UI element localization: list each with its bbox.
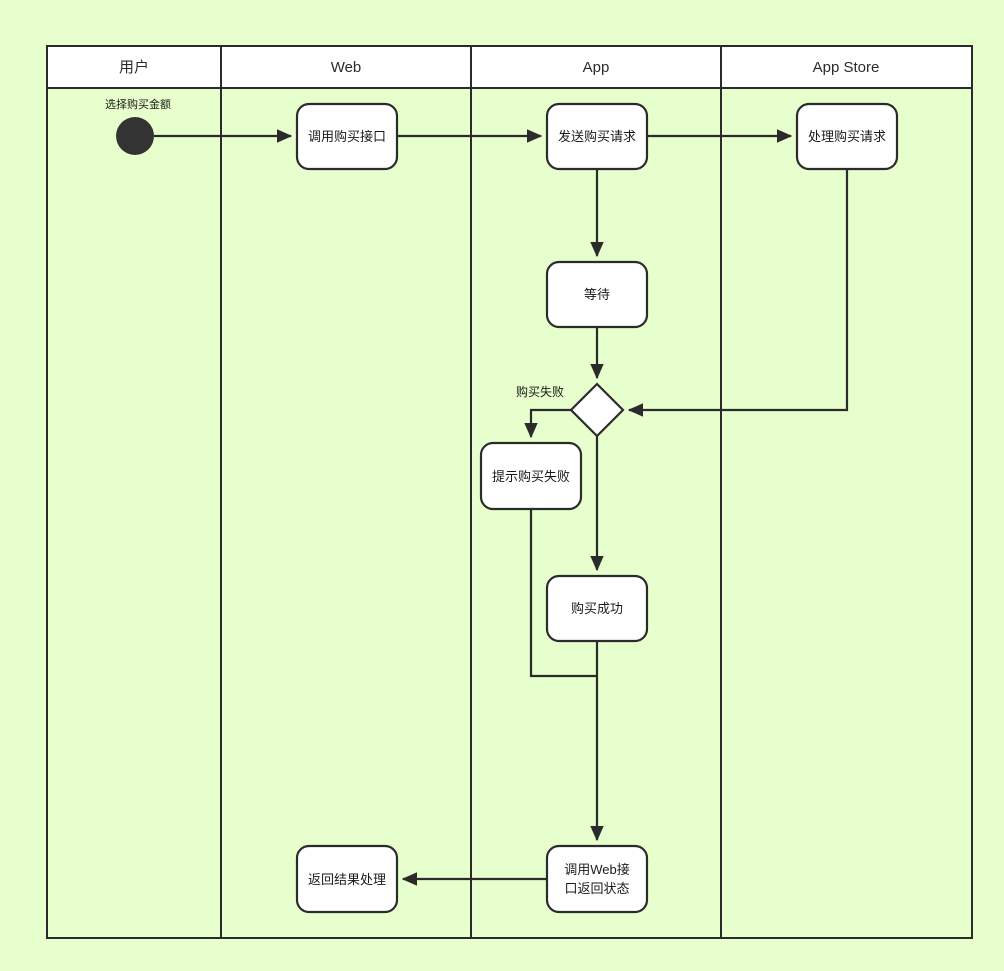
- initial-node-icon: [116, 117, 154, 155]
- lane-title-app-store: App Store: [813, 59, 880, 76]
- lane-title-web: Web: [331, 59, 362, 76]
- edge-decision-to-notify-fail: [524, 408, 571, 439]
- start-note-label: 选择购买金额: [105, 97, 171, 111]
- node-wait[interactable]: 等待: [545, 260, 649, 329]
- node-handle-result[interactable]: 返回结果处理: [295, 844, 399, 914]
- node-buy-success-label: 购买成功: [571, 601, 623, 616]
- edge-handle-buy-req-to-decision: [627, 169, 849, 417]
- node-wait-label: 等待: [584, 287, 610, 302]
- node-decision[interactable]: 购买失败: [516, 382, 625, 438]
- node-notify-fail-label: 提示购买失败: [492, 469, 570, 484]
- node-handle-result-label: 返回结果处理: [308, 872, 386, 887]
- edge-label-buy-failed: 购买失败: [516, 384, 564, 399]
- node-call-web-return[interactable]: 调用Web接 口返回状态: [545, 844, 649, 914]
- flow-edges: [154, 129, 849, 886]
- swimlane-body-background: [48, 88, 971, 938]
- activity-nodes: 选择购买金额 调用购买接口 发送购买请求 处理购买请求 等待: [105, 97, 899, 914]
- node-send-buy-req-label: 发送购买请求: [558, 129, 636, 144]
- node-notify-fail[interactable]: 提示购买失败: [479, 441, 583, 511]
- node-call-buy-api-box: [295, 102, 399, 171]
- node-buy-success[interactable]: 购买成功: [545, 574, 649, 643]
- lane-header-user: [46, 45, 222, 89]
- node-start[interactable]: 选择购买金额: [105, 97, 171, 155]
- node-call-web-return-box: [545, 844, 649, 914]
- node-handle-buy-req[interactable]: 处理购买请求: [795, 102, 899, 171]
- lane-header-app-store: [720, 45, 973, 89]
- node-handle-buy-req-box: [795, 102, 899, 171]
- node-send-buy-req[interactable]: 发送购买请求: [545, 102, 649, 171]
- node-send-buy-req-box: [545, 102, 649, 171]
- node-notify-fail-box: [479, 441, 583, 511]
- node-handle-buy-req-label: 处理购买请求: [808, 129, 886, 144]
- node-wait-box: [545, 260, 649, 329]
- node-call-buy-api[interactable]: 调用购买接口: [295, 102, 399, 171]
- node-handle-result-box: [295, 844, 399, 914]
- node-call-buy-api-label: 调用购买接口: [308, 129, 386, 144]
- node-buy-success-box: [545, 574, 649, 643]
- edge-notify-fail-to-merge: [529, 509, 597, 678]
- node-call-web-return-label-line2: 口返回状态: [564, 881, 629, 896]
- lane-title-user: 用户: [119, 59, 149, 76]
- lane-title-app: App: [583, 59, 610, 76]
- node-call-web-return-label-line1: 调用Web接: [564, 862, 630, 877]
- decision-diamond-icon: [569, 382, 625, 438]
- swimlane-frame: 用户 Web App App Store: [46, 45, 973, 939]
- lane-header-app: [470, 45, 722, 89]
- diagram-outer-border: [46, 45, 973, 939]
